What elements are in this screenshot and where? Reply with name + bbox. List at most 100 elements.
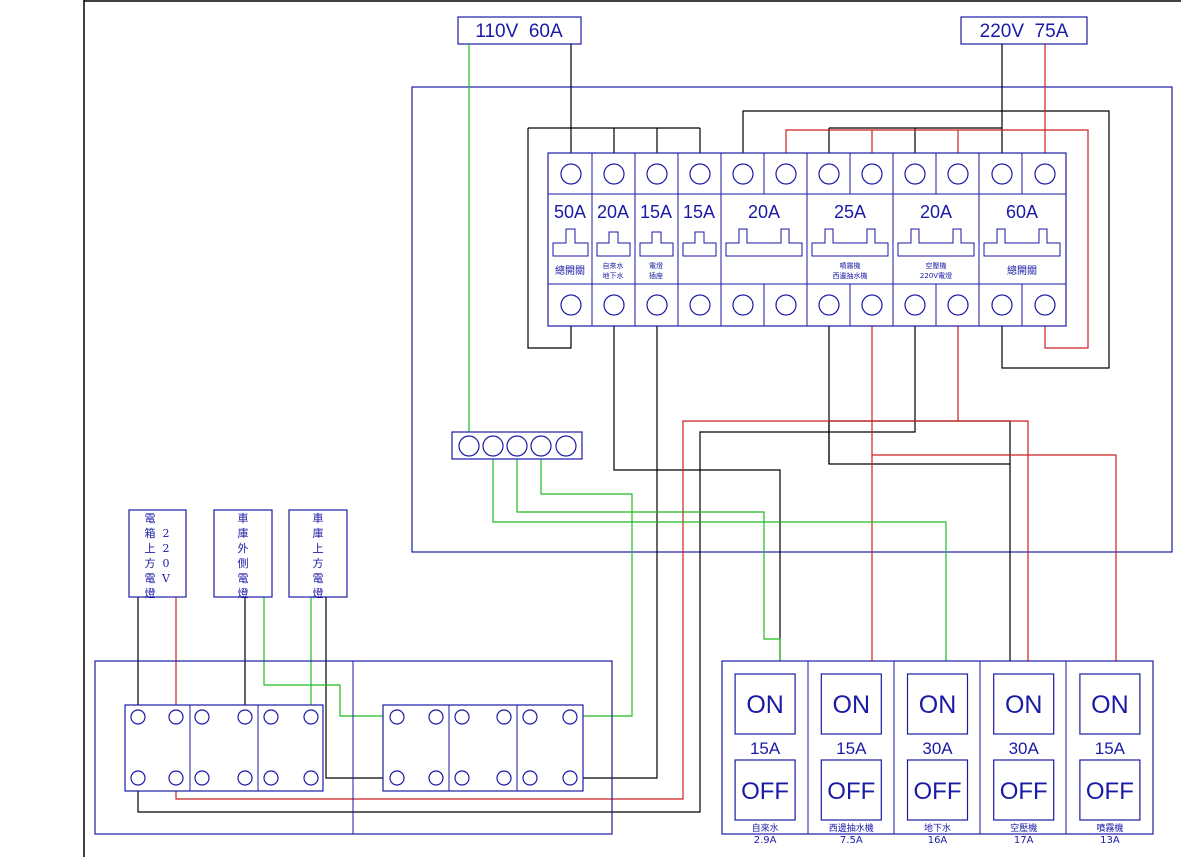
switch-on-label: ON [1005,691,1043,719]
breaker-toggle [639,231,674,257]
breaker-terminal [904,294,926,316]
breaker-toggle [811,228,889,257]
ground-terminal [482,435,504,457]
switch-off-button[interactable] [906,759,969,821]
breaker-terminal [861,163,883,185]
lamp-label-char: 電 [238,572,249,585]
switch-off-button[interactable] [734,759,796,821]
switch-circuit-name: 地下水 [924,822,951,834]
breaker-terminal [861,294,883,316]
lamp-label-char: 外 [238,542,249,555]
switch-rating: 15A [1095,739,1126,758]
switch-terminal [194,709,210,725]
switch-circuit-name: 自來水 [752,822,779,834]
lamp-label-char: 庫 [238,526,249,540]
lamp-label-char: 車 [238,511,249,525]
breaker-toggle [596,231,631,257]
switch-terminal [522,770,538,786]
breaker-sub-label: 總開關 [1007,264,1037,277]
breaker-sub-label: 自來水 [603,261,624,270]
lamp-label-char: 上 [145,542,156,555]
breaker-terminal [646,294,668,316]
breaker-rating: 25A [834,202,866,222]
breaker-toggle [682,231,717,257]
switch-off-button[interactable] [1079,759,1141,821]
switch-off-button[interactable] [820,759,882,821]
breaker-sub-label: 空壓機 [926,261,947,270]
switch-terminal [496,709,512,725]
ground-bus [451,431,583,460]
breaker-terminal [947,163,969,185]
breaker-rating: 15A [640,202,672,222]
lamp-label-char: 燈 [313,586,324,600]
switch-terminal [496,770,512,786]
breaker-terminal [603,294,625,316]
switch-terminal [428,709,444,725]
green-wires [263,44,947,717]
breaker-terminal [732,163,754,185]
ground-terminal [506,435,528,457]
switch-off-button[interactable] [993,759,1055,821]
switch-terminal [562,770,578,786]
switch-on-button[interactable] [906,673,969,735]
breaker-toggle [552,228,589,257]
lamp-label-char: 方 [313,556,324,570]
switch-terminal [562,709,578,725]
breaker-rating: 50A [554,202,586,222]
switch-load-current: 17A [1014,835,1034,846]
lamp-switch-enclosure [94,660,613,835]
switch-on-button[interactable] [993,673,1055,735]
sheet-border [83,0,1181,857]
switch-terminal [130,770,146,786]
breaker-terminal [775,294,797,316]
breaker-terminal [991,294,1013,316]
breaker-sub-label: 地下水 [603,271,624,280]
switch-terminal [303,709,319,725]
lamp-label-char: 2 [163,542,170,555]
switch-rating: 30A [922,739,953,758]
switch-terminal [263,770,279,786]
lamp-label-char: 上 [313,542,324,555]
lamp-label-char: 庫 [313,526,324,540]
breaker-terminal [904,163,926,185]
switch-load-current: 7.5A [840,835,863,846]
breaker-rating: 60A [1006,202,1038,222]
lamp-label-char: 車 [313,511,324,525]
switch-off-label: OFF [1086,778,1134,805]
switch-terminal [303,770,319,786]
breaker-rating: 20A [920,202,952,222]
lamp-label-char: 燈 [145,586,156,600]
switch-bank: ON15AOFF自來水2.9AON15AOFF西邊抽水機7.5AON30AOFF… [721,660,1154,846]
breaker-terminal [1034,294,1056,316]
breaker-toggle [983,228,1061,257]
lamp-label-char: 箱 [145,526,156,540]
breaker-terminal [1034,163,1056,185]
breaker-terminal [689,163,711,185]
breaker-terminal [947,294,969,316]
breaker-terminal [818,294,840,316]
switch-on-label: ON [919,691,957,719]
breaker-toggle [725,228,803,257]
supply-110v: 110V 60A [457,16,582,45]
switch-circuit-name: 空壓機 [1010,822,1037,834]
switch-circuit-name: 噴霧機 [1096,822,1123,834]
switch-off-label: OFF [741,778,789,805]
switch-on-label: ON [1091,691,1129,719]
ground-terminal [530,435,552,457]
breaker-terminal [560,294,582,316]
ground-terminal [458,435,480,457]
switch-on-button[interactable] [820,673,882,735]
switch-terminal [454,770,470,786]
switch-on-label: ON [833,691,871,719]
supply-110v-label: 110V 60A [475,21,563,42]
lamp-label-char: 燈 [238,586,249,600]
switch-rating: 30A [1009,739,1040,758]
switch-on-button[interactable] [1079,673,1141,735]
breaker-sub-label: 總開關 [555,264,585,277]
switch-terminal [194,770,210,786]
switch-rating: 15A [836,739,867,758]
breaker-sub-label: 220V電燈 [920,271,952,280]
breaker-sub-label: 西邊抽水機 [833,271,868,280]
switch-on-button[interactable] [734,673,796,735]
